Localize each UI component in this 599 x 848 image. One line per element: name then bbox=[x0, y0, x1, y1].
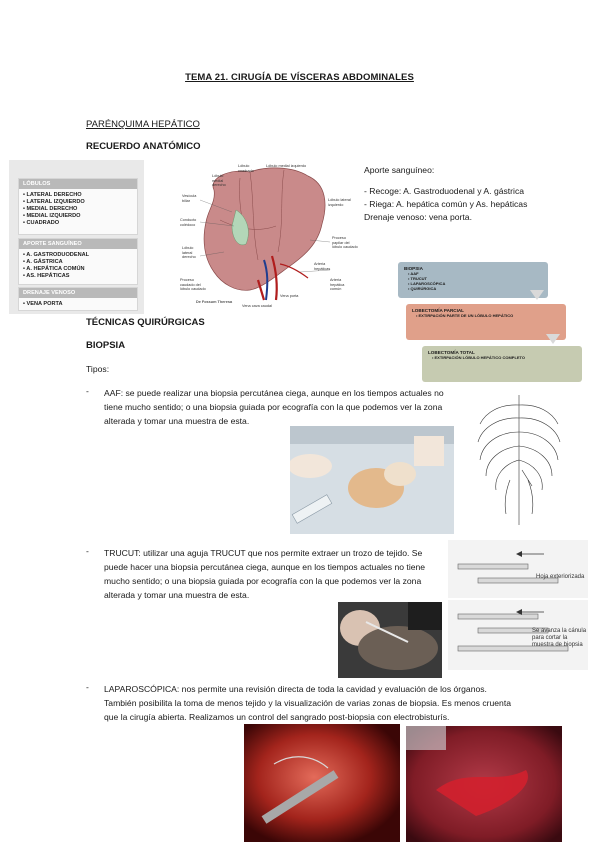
flow-title: LOBECTOMÍA PARCIAL bbox=[412, 308, 464, 313]
technique-flow-diagram: BIOPSIA • AAF • TRUCUT • LAPAROSCÓPICA •… bbox=[396, 260, 586, 384]
tipos-label: Tipos: bbox=[86, 364, 110, 374]
flow-box-lobectomia-parcial: LOBECTOMÍA PARCIAL • EXTIRPACIÓN PARTE D… bbox=[406, 304, 566, 340]
aporte-item: • A. GASTRODUODENAL bbox=[23, 252, 90, 258]
liver-label: Lóbulo cuadrado bbox=[238, 164, 254, 173]
blood-supply-text: Aporte sanguíneo: - Recoge: A. Gastroduo… bbox=[364, 164, 532, 224]
lobulo-item: • LATERAL IZQUIERDO bbox=[23, 199, 85, 205]
laparoscopy-photo-1 bbox=[244, 724, 400, 842]
drenaje-item: • VENA PORTA bbox=[23, 301, 63, 307]
flow-item: • LAPAROSCÓPICA bbox=[408, 281, 446, 286]
liver-label: Lóbulo lateral derecho bbox=[182, 246, 196, 260]
liver-label: Proceso caudado del lóbulo caudado bbox=[180, 278, 206, 292]
laparoscopica-paragraph: LAPAROSCÓPICA: nos permite una revisión … bbox=[104, 684, 511, 722]
aporte-header: APORTE SANGUÍNEO bbox=[19, 239, 137, 249]
flow-item: • EXTIRPACIÓN LÓBULO HEPÁTICO COMPLETO bbox=[432, 355, 526, 360]
drenaje-header: DRENAJE VENOSO bbox=[19, 288, 137, 298]
biopsia-heading: BIOPSIA bbox=[86, 340, 126, 351]
liver-label: Arteria hepáticas bbox=[314, 262, 331, 271]
liver-label: Vena porta bbox=[280, 294, 299, 298]
lobulos-header: LÓBULOS bbox=[19, 179, 137, 189]
recoge-line: - Recoge: A. Gastroduodenal y A. gástric… bbox=[364, 186, 525, 196]
lobulos-box: LÓBULOS • LATERAL DERECHO • LATERAL IZQU… bbox=[18, 178, 138, 235]
aporte-label: Aporte sanguíneo: bbox=[364, 165, 435, 175]
flow-item: • AAF bbox=[408, 271, 419, 276]
aporte-item: • A. HEPÁTICA COMÚN bbox=[23, 266, 85, 272]
liver-label: Vesícula biliar bbox=[182, 194, 197, 203]
anatomy-summary-table: LÓBULOS • LATERAL DERECHO • LATERAL IZQU… bbox=[9, 160, 144, 314]
drenaje-box: DRENAJE VENOSO • VENA PORTA bbox=[18, 287, 138, 311]
liver-label: Lóbulo medial derecho bbox=[212, 174, 226, 188]
ribcage-sketch bbox=[470, 390, 568, 530]
liver-anatomy-figure: Lóbulo cuadrado Lóbulo medial izquierdo … bbox=[180, 160, 358, 310]
laparoscopy-photo-2 bbox=[406, 726, 562, 842]
flow-title: LOBECTOMÍA TOTAL bbox=[428, 350, 475, 355]
needle-label: Se avanza la cánula para cortar la muest… bbox=[532, 628, 587, 648]
flow-item: • EXTIRPACIÓN PARTE DE UN LÓBULO HEPÁTIC… bbox=[416, 313, 514, 318]
aporte-item: • AS. HEPÁTICAS bbox=[23, 273, 70, 279]
flow-box-biopsia: BIOPSIA • AAF • TRUCUT • LAPAROSCÓPICA •… bbox=[398, 262, 548, 298]
liver-label: Proceso papilar del lóbulo caudado bbox=[332, 236, 358, 250]
bullet-dash: - bbox=[86, 682, 89, 692]
page-title: TEMA 21. CIRUGÍA DE VÍSCERAS ABDOMINALES bbox=[185, 72, 414, 83]
trucut-photo bbox=[338, 602, 442, 678]
riega-line: - Riega: A. hepática común y As. hepátic… bbox=[364, 199, 528, 209]
liver-label: Conducto colédoco bbox=[180, 218, 197, 227]
flow-arrow bbox=[530, 290, 544, 300]
aporte-box: APORTE SANGUÍNEO • A. GASTRODUODENAL • A… bbox=[18, 238, 138, 285]
trucut-paragraph: TRUCUT: utilizar una aguja TRUCUT que no… bbox=[104, 548, 426, 600]
flow-arrow bbox=[546, 334, 560, 344]
liver-illustration bbox=[199, 167, 331, 301]
lobulo-item: • MEDIAL DERECHO bbox=[23, 206, 78, 212]
section-heading: PARÉNQUIMA HEPÁTICO bbox=[86, 119, 200, 130]
lobulo-item: • LATERAL DERECHO bbox=[23, 192, 82, 198]
liver-label: Lóbulo medial izquierdo bbox=[266, 164, 307, 168]
flow-box-lobectomia-total: LOBECTOMÍA TOTAL • EXTIRPACIÓN LÓBULO HE… bbox=[422, 346, 582, 382]
lobulo-item: • CUADRADO bbox=[23, 220, 60, 226]
flow-item: • TRUCUT bbox=[408, 276, 427, 281]
lobulo-item: • MEDIAL IZQUIERDO bbox=[23, 213, 81, 219]
aaf-photo bbox=[290, 426, 454, 534]
aaf-paragraph: AAF: se puede realizar una biopsia percu… bbox=[104, 388, 444, 426]
liver-label: Arteria hepática común bbox=[330, 278, 345, 292]
flow-item: • QUIRÚRGICA bbox=[408, 286, 437, 291]
drenaje-line: Drenaje venoso: vena porta. bbox=[364, 212, 472, 222]
needle-label: Hoja exteriorizada bbox=[536, 574, 585, 580]
recall-heading: RECUERDO ANATÓMICO bbox=[86, 141, 201, 152]
techniques-heading: TÉCNICAS QUIRÚRGICAS bbox=[86, 317, 205, 328]
figure-credit: De Fossum Theresa bbox=[196, 300, 233, 304]
flow-title: BIOPSIA bbox=[404, 266, 423, 271]
bullet-dash: - bbox=[86, 386, 89, 396]
bullet-dash: - bbox=[86, 546, 89, 556]
aporte-item: • A. GÁSTRICA bbox=[23, 259, 63, 265]
trucut-needle-diagram: Hoja exteriorizada Se avanza la cánula p… bbox=[448, 540, 588, 670]
liver-label: Vena cava caudal bbox=[242, 304, 272, 308]
liver-label: Lóbulo lateral izquierdo bbox=[328, 198, 351, 207]
